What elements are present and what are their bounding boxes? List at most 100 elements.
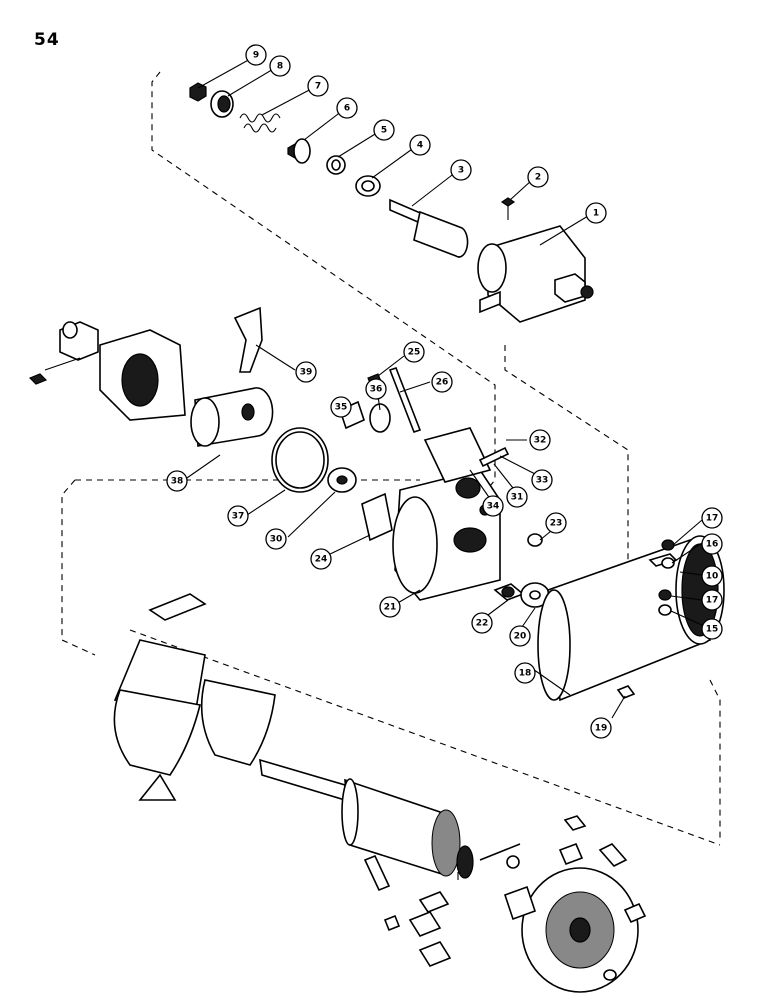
callout-circle <box>265 528 287 550</box>
ring-4-inner <box>361 180 375 192</box>
spring-7b <box>243 123 277 133</box>
callout-circle <box>295 361 317 383</box>
callout-circle <box>506 486 528 508</box>
callout-35: 35 <box>330 396 352 418</box>
callout-number: 23 <box>550 519 563 529</box>
callout-16: 16 <box>701 533 723 555</box>
brush-hardware <box>363 843 537 967</box>
callout-26: 26 <box>431 371 453 393</box>
callout-circle <box>336 97 358 119</box>
callout-circle <box>269 55 291 77</box>
callout-number: 32 <box>534 436 547 446</box>
callout-circle <box>365 378 387 400</box>
solenoid-group <box>189 82 594 323</box>
callout-number: 1 <box>593 209 599 219</box>
callout-circle <box>431 371 453 393</box>
callout-1: 1 <box>585 202 607 224</box>
callout-circle <box>701 507 723 529</box>
washer-15 <box>658 604 672 616</box>
callout-number: 3 <box>458 166 464 176</box>
callout-10: 10 <box>701 565 723 587</box>
callout-number: 30 <box>270 535 283 545</box>
shift-lever-39 <box>233 306 263 373</box>
callout-circle <box>307 75 329 97</box>
callout-circle <box>585 202 607 224</box>
callout-circle <box>482 495 504 517</box>
callout-number: 17 <box>706 514 719 524</box>
page-number: 54 <box>34 30 60 50</box>
callout-number: 20 <box>514 632 527 642</box>
callout-number: 22 <box>476 619 489 629</box>
callout-7: 7 <box>307 75 329 97</box>
callout-5: 5 <box>373 119 395 141</box>
callout-number: 17 <box>706 596 719 606</box>
center-housing-21 <box>392 427 550 608</box>
callout-36: 36 <box>365 378 387 400</box>
cup-8-inner <box>217 95 231 113</box>
callout-number: 9 <box>253 51 259 61</box>
callout-number: 2 <box>535 173 541 183</box>
callout-19: 19 <box>590 717 612 739</box>
callout-circle <box>527 166 549 188</box>
callout-circle <box>701 565 723 587</box>
callout-number: 16 <box>706 540 719 550</box>
callout-circle <box>471 612 493 634</box>
callouts: 1234567891015161717181920212223242526303… <box>166 44 723 739</box>
callout-number: 31 <box>511 493 524 503</box>
callout-number: 25 <box>408 348 421 358</box>
callout-circle <box>310 548 332 570</box>
plunger-6-head <box>293 138 311 164</box>
callout-33: 33 <box>531 469 553 491</box>
callout-circle <box>701 618 723 640</box>
callout-circle <box>509 625 531 647</box>
callout-number: 36 <box>370 385 383 395</box>
callout-number: 8 <box>277 62 283 72</box>
callout-number: 18 <box>519 669 532 679</box>
callout-17: 17 <box>701 507 723 529</box>
callout-2: 2 <box>527 166 549 188</box>
callout-number: 34 <box>487 502 500 512</box>
callout-8: 8 <box>269 55 291 77</box>
callout-15: 15 <box>701 618 723 640</box>
nut-16 <box>661 557 675 569</box>
callout-34: 34 <box>482 495 504 517</box>
callout-25: 25 <box>403 341 425 363</box>
callout-39: 39 <box>295 361 317 383</box>
field-coil <box>113 593 276 801</box>
callout-circle <box>379 596 401 618</box>
callout-number: 5 <box>381 126 387 136</box>
pin-26 <box>388 366 422 434</box>
armature <box>259 758 474 879</box>
bushing-24 <box>361 492 393 542</box>
callout-17: 17 <box>701 589 723 611</box>
nut-17a <box>661 539 675 551</box>
callout-22: 22 <box>471 612 493 634</box>
plug-23 <box>527 533 543 547</box>
drive-housing-group <box>28 306 422 542</box>
callout-number: 7 <box>315 82 321 92</box>
callout-number: 38 <box>171 477 184 487</box>
nut-17b <box>658 589 672 601</box>
end-cover <box>521 815 647 993</box>
callout-number: 37 <box>232 512 245 522</box>
warning-triangle <box>138 773 177 801</box>
callout-number: 21 <box>384 603 397 613</box>
callout-number: 26 <box>436 378 449 388</box>
callout-circle <box>545 512 567 534</box>
callout-circle <box>701 589 723 611</box>
frame-18 <box>537 535 725 702</box>
callout-24: 24 <box>310 548 332 570</box>
callout-number: 6 <box>344 104 350 114</box>
callout-circle <box>450 159 472 181</box>
callout-31: 31 <box>506 486 528 508</box>
callout-number: 4 <box>417 141 423 151</box>
callout-4: 4 <box>409 134 431 156</box>
callout-30: 30 <box>265 528 287 550</box>
callout-number: 24 <box>315 555 328 565</box>
callout-3: 3 <box>450 159 472 181</box>
callout-number: 19 <box>595 724 608 734</box>
pin-31 <box>478 446 510 468</box>
callout-circle <box>590 717 612 739</box>
callout-18: 18 <box>514 662 536 684</box>
